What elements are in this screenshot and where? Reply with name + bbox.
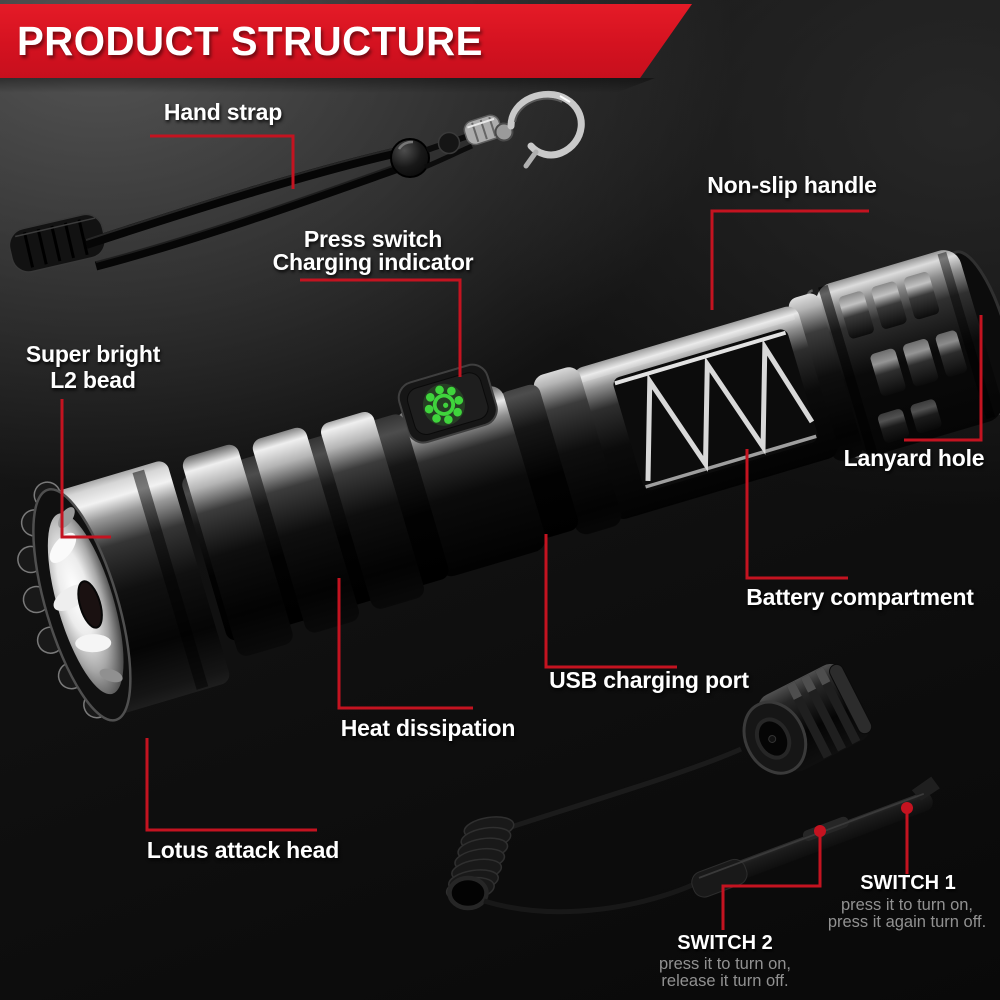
callout-line-non-slip-handle	[710, 209, 869, 310]
label-non-slip-handle: Non-slip handle	[707, 172, 877, 198]
label-usb-charging-port: USB charging port	[549, 667, 749, 693]
label-hand-strap: Hand strap	[163, 99, 283, 125]
callout-line-lotus-head	[145, 738, 317, 832]
label-switch1-description: press it to turn on, press it again turn…	[807, 897, 1000, 931]
callout-line-lanyard-hole	[904, 315, 983, 442]
label-switch1-title: SWITCH 1	[860, 872, 956, 894]
label-super-bright-line1: Super bright	[25, 341, 161, 367]
label-press-switch-line1: Press switch	[303, 226, 443, 252]
coiled-cable	[445, 816, 515, 911]
callout-dot-switch2	[814, 825, 826, 837]
callout-line-super-bright	[60, 399, 111, 539]
label-heat-dissipation: Heat dissipation	[340, 715, 516, 741]
remote-tailcap	[742, 663, 873, 775]
label-switch1-desc-line2: press it again turn off.	[827, 913, 987, 931]
title-banner-shadow	[0, 78, 655, 93]
callout-line-usb-port	[544, 534, 677, 669]
label-switch2-description: press it to turn on, release it turn off…	[625, 956, 825, 990]
cord-lock-bead	[390, 138, 430, 178]
label-lotus-attack-head: Lotus attack head	[146, 837, 340, 863]
pressure-pad[interactable]	[686, 775, 947, 900]
callout-line-switch2	[721, 833, 822, 930]
flashlight-graphic	[17, 250, 1000, 722]
label-switch2-title: SWITCH 2	[677, 932, 773, 954]
label-super-bright: Super bright L2 bead	[12, 341, 174, 393]
tail-knurling	[838, 272, 967, 443]
heat-dissipation-fins	[182, 412, 449, 656]
strap-clasp	[463, 90, 585, 169]
callout-dot-switch1	[901, 802, 913, 814]
charging-indicator-icon	[422, 383, 465, 426]
label-switch2-desc-line2: release it turn off.	[661, 972, 789, 990]
label-super-bright-line2: L2 bead	[50, 367, 136, 393]
page-title: PRODUCT STRUCTURE	[17, 18, 483, 64]
label-switch1-desc-line1: press it to turn on,	[840, 896, 974, 914]
callout-line-hand-strap	[150, 134, 295, 189]
remote-pressure-switch-graphic	[445, 663, 947, 915]
callout-line-heat-dissipation	[337, 578, 473, 710]
led-bead	[77, 580, 103, 629]
callout-lines	[60, 134, 983, 930]
hand-strap-graphic	[8, 90, 585, 273]
label-battery-compartment: Battery compartment	[746, 584, 974, 610]
callout-line-press-switch	[300, 278, 462, 377]
title-banner: PRODUCT STRUCTURE	[0, 4, 692, 78]
label-switch2-desc-line1: press it to turn on,	[658, 955, 792, 973]
callout-line-battery-compartment	[745, 449, 848, 580]
label-press-switch: Press switch Charging indicator	[262, 228, 484, 274]
label-lanyard-hole: Lanyard hole	[843, 445, 985, 471]
non-slip-knurling	[613, 329, 818, 491]
label-press-switch-line2: Charging indicator	[272, 249, 474, 275]
